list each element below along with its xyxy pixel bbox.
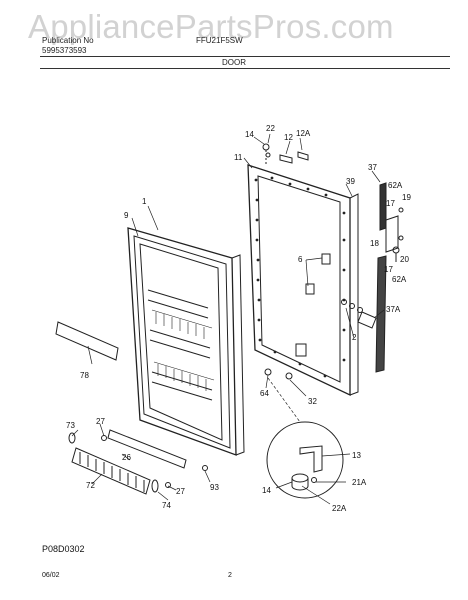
callout-9: 9 <box>124 211 129 220</box>
latch-parts <box>305 253 377 329</box>
callout-27-right: 27 <box>176 487 185 496</box>
callout-72: 72 <box>86 481 95 490</box>
screw-93 <box>202 465 208 471</box>
publication-number: 5995373593 <box>42 46 87 55</box>
footer-date: 06/02 <box>42 572 60 579</box>
callout-74: 74 <box>162 501 171 510</box>
screw-27a <box>101 435 107 441</box>
model-number: FFU21F5SW <box>196 36 243 45</box>
callout-2: 2 <box>352 333 357 342</box>
callout-37: 37 <box>368 163 377 172</box>
callout-22: 22 <box>266 124 275 133</box>
footer-page: 2 <box>228 572 232 579</box>
callout-6: 6 <box>298 255 303 264</box>
callout-21a: 21A <box>352 478 367 487</box>
bottom-bar-26 <box>107 429 187 469</box>
callout-73: 73 <box>66 421 75 430</box>
header-rule-2 <box>40 68 450 69</box>
figure-code: P08D0302 <box>42 544 85 554</box>
callout-1: 1 <box>142 197 147 206</box>
callout-27-left: 27 <box>96 417 105 426</box>
clip-74 <box>151 479 159 493</box>
top-trim-parts <box>262 143 309 166</box>
handle-and-hinge <box>375 182 404 373</box>
callout-32: 32 <box>308 397 317 406</box>
callout-19: 19 <box>402 193 411 202</box>
section-title: DOOR <box>222 58 246 67</box>
callout-12a: 12A <box>296 129 311 138</box>
callout-20: 20 <box>400 255 409 264</box>
door-inner-liner <box>127 227 245 456</box>
washer-32 <box>285 372 293 380</box>
clip-73 <box>68 432 76 444</box>
door-outer-panel <box>247 164 359 397</box>
callout-18: 18 <box>370 239 379 248</box>
callout-12: 12 <box>284 133 293 142</box>
callout-26: 26 <box>122 453 131 462</box>
hinge-detail-circle <box>266 421 344 499</box>
callout-14-detail: 14 <box>262 486 271 495</box>
screw-27b <box>165 482 171 488</box>
callout-17-lower: 17 <box>384 265 393 274</box>
callout-62a-upper: 62A <box>388 181 403 190</box>
watermark: AppliancePartsPros.com <box>28 8 394 45</box>
callout-62a-lower: 62A <box>392 275 407 284</box>
callout-17-upper: 17 <box>386 199 395 208</box>
callout-13: 13 <box>352 451 361 460</box>
callout-14-top: 14 <box>245 130 254 139</box>
callout-22a: 22A <box>332 504 347 513</box>
wire-basket-72 <box>71 447 151 495</box>
shelf-front-78 <box>55 321 119 361</box>
bushing-64 <box>264 368 272 376</box>
callout-93: 93 <box>210 483 219 492</box>
publication-label: Publication No <box>42 36 94 45</box>
callout-11: 11 <box>234 153 243 162</box>
callout-78: 78 <box>80 371 89 380</box>
header-rule <box>40 56 450 57</box>
callout-37a: 37A <box>386 305 401 314</box>
callout-64: 64 <box>260 389 269 398</box>
callout-39: 39 <box>346 177 355 186</box>
